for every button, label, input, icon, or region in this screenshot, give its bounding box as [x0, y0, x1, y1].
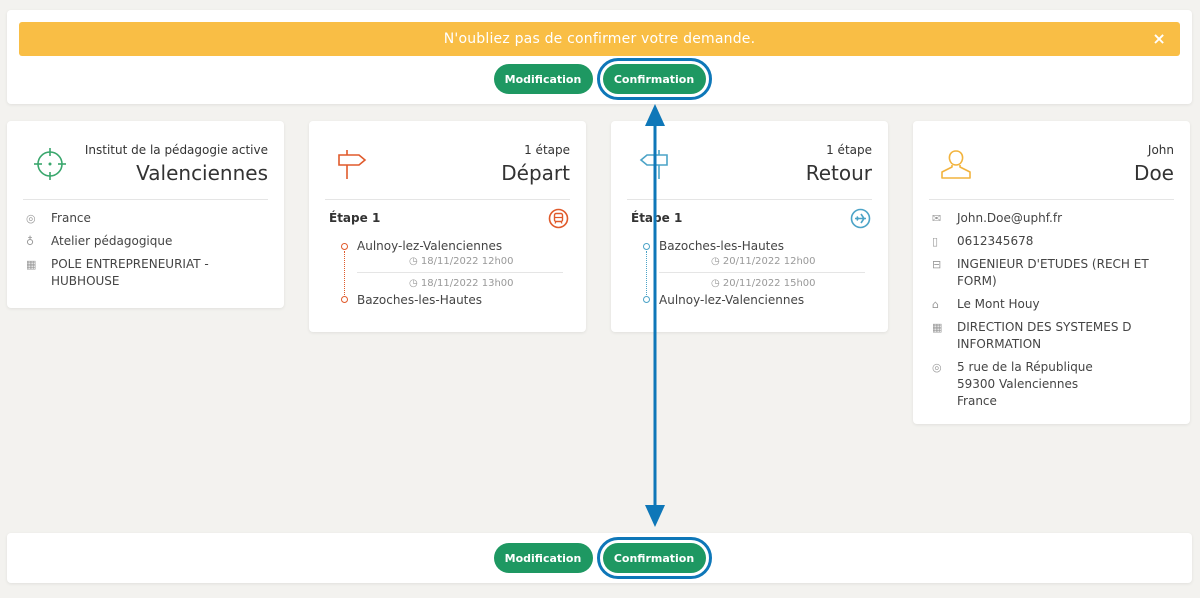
info-item: ⊟ INGENIEUR D'ETUDES (RECH ET FORM) [929, 256, 1174, 290]
bottom-button-row: Modification Confirmation [7, 537, 1192, 579]
train-icon [548, 208, 569, 229]
info-item: ▯ 0612345678 [929, 233, 1174, 250]
destination-info-list: ◎ France ♁ Atelier pédagogique ▦ POLE EN… [7, 200, 284, 290]
info-text: 5 rue de la République 59300 Valencienne… [957, 360, 1093, 408]
info-text: INGENIEUR D'ETUDES (RECH ET FORM) [957, 257, 1149, 288]
building-icon: ▦ [932, 321, 943, 334]
confirm-alert-banner: N'oubliez pas de confirmer votre demande… [19, 22, 1180, 56]
retour-etape-title: Étape 1 [631, 211, 683, 225]
info-item: ⌂ Le Mont Houy [929, 296, 1174, 313]
info-item: ▦ DIRECTION DES SYSTEMES D INFORMATION [929, 319, 1174, 353]
bottom-action-panel: Modification Confirmation [7, 533, 1192, 583]
depart-subtitle: 1 étape [524, 143, 570, 157]
info-item: ♁ Atelier pédagogique [23, 233, 268, 250]
signpost-icon [338, 150, 367, 179]
lightbulb-icon: ♁ [26, 235, 35, 248]
user-card-header: John Doe [929, 121, 1174, 200]
time-text: 20/11/2022 15h00 [722, 278, 816, 289]
depart-title: Départ [501, 161, 570, 185]
time-text: 18/11/2022 12h00 [420, 256, 514, 267]
modification-button-bottom[interactable]: Modification [493, 543, 593, 573]
depart-to-time: ◷ 18/11/2022 13h00 [409, 278, 514, 289]
top-action-panel: N'oubliez pas de confirmer votre demande… [7, 10, 1192, 104]
destination-card: Institut de la pédagogie active Valencie… [7, 121, 284, 308]
route-line [646, 251, 647, 295]
user-icon [941, 150, 971, 179]
depart-from: Aulnoy-lez-Valenciennes [357, 239, 503, 253]
crosshair-icon [34, 148, 66, 180]
destination-title: Valenciennes [136, 161, 268, 185]
route-start-dot [341, 243, 348, 250]
plane-icon [850, 208, 871, 229]
route-separator [357, 272, 563, 273]
route-end-dot [341, 296, 348, 303]
user-info-list: ✉ John.Doe@uphf.fr ▯ 0612345678 ⊟ INGENI… [913, 200, 1190, 410]
building-icon: ▦ [26, 258, 37, 271]
retour-to: Aulnoy-lez-Valenciennes [659, 293, 805, 307]
info-text: Le Mont Houy [957, 297, 1040, 311]
info-item: ◎ 5 rue de la République 59300 Valencien… [929, 359, 1174, 410]
alert-message: N'oubliez pas de confirmer votre demande… [443, 31, 756, 47]
time-text: 20/11/2022 12h00 [722, 256, 816, 267]
destination-card-header: Institut de la pédagogie active Valencie… [23, 121, 268, 200]
map-pin-icon: ◎ [932, 361, 942, 374]
info-item: ◎ France [23, 210, 268, 227]
depart-from-time: ◷ 18/11/2022 12h00 [409, 256, 514, 267]
retour-to-time: ◷ 20/11/2022 15h00 [711, 278, 816, 289]
user-card: John Doe ✉ John.Doe@uphf.fr ▯ 0612345678… [913, 121, 1190, 424]
phone-icon: ▯ [932, 235, 939, 248]
info-item: ▦ POLE ENTREPRENEURIAT - HUBHOUSE [23, 256, 268, 290]
time-text: 18/11/2022 13h00 [420, 278, 514, 289]
briefcase-icon: ⊟ [932, 258, 942, 271]
depart-card-header: 1 étape Départ [325, 121, 570, 200]
info-text: POLE ENTREPRENEURIAT - HUBHOUSE [51, 257, 209, 288]
retour-from: Bazoches-les-Hautes [659, 239, 785, 253]
map-pin-icon: ◎ [26, 212, 36, 225]
mail-icon: ✉ [932, 212, 942, 225]
modification-button-top[interactable]: Modification [493, 64, 593, 94]
top-button-row: Modification Confirmation [7, 58, 1192, 100]
info-text: DIRECTION DES SYSTEMES D INFORMATION [957, 320, 1132, 351]
user-last-name: Doe [1134, 161, 1174, 185]
retour-title: Retour [805, 161, 872, 185]
depart-card: 1 étape Départ Étape 1 Aulnoy-lez-Valenc… [309, 121, 586, 332]
route-line [344, 251, 345, 295]
info-text: Atelier pédagogique [51, 234, 173, 248]
info-text: John.Doe@uphf.fr [957, 211, 1063, 225]
route-start-dot [643, 243, 650, 250]
route-end-dot [643, 296, 650, 303]
retour-card-header: 1 étape Retour [627, 121, 872, 200]
confirmation-button-bottom[interactable]: Confirmation [596, 537, 712, 579]
bank-icon: ⌂ [932, 298, 939, 311]
retour-card: 1 étape Retour Étape 1 Bazoches-les-Haut… [611, 121, 888, 332]
retour-subtitle: 1 étape [826, 143, 872, 157]
info-item: ✉ John.Doe@uphf.fr [929, 210, 1174, 227]
info-text: 0612345678 [957, 234, 1034, 248]
close-icon[interactable]: × [1152, 29, 1166, 48]
info-text: France [51, 211, 91, 225]
retour-from-time: ◷ 20/11/2022 12h00 [711, 256, 816, 267]
signpost-icon [639, 150, 668, 179]
confirmation-button-top[interactable]: Confirmation [596, 58, 712, 100]
depart-etape-title: Étape 1 [329, 211, 381, 225]
user-first-name: John [1147, 143, 1174, 157]
route-separator [659, 272, 865, 273]
depart-to: Bazoches-les-Hautes [357, 293, 483, 307]
destination-subtitle: Institut de la pédagogie active [84, 143, 268, 157]
